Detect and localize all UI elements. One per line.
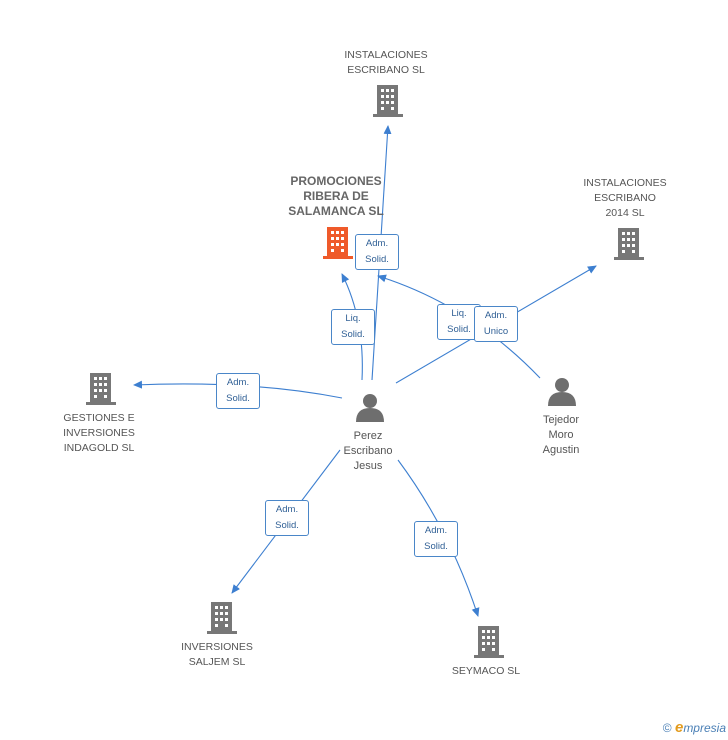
edge-label-adm-solid[interactable]: Adm. Solid. [265,500,309,536]
edge-label-adm-unico[interactable]: Adm. Unico [474,306,518,342]
edge-label-adm-solid[interactable]: Adm. Solid. [216,373,260,409]
building-icon [207,602,237,634]
brand-name[interactable]: mpresia [683,721,726,735]
node-label-instalaciones-escribano[interactable]: INSTALACIONES ESCRIBANO SL [344,49,428,76]
building-icon [474,626,504,658]
person-icon [548,378,576,406]
copyright-footer: © empresia [663,719,726,736]
focus-building-icon [323,227,353,259]
edge-label-liq-solid[interactable]: Liq. Solid. [331,309,375,345]
node-label-inversiones-saljem[interactable]: INVERSIONES SALJEM SL [181,641,253,668]
brand-logo-initial: e [674,719,684,736]
node-label-gestiones-indagold[interactable]: GESTIONES E INVERSIONES INDAGOLD SL [63,412,135,454]
building-icon [614,228,644,260]
person-icon [356,394,384,422]
node-label-perez[interactable]: Perez Escribano Jesus [343,430,393,472]
node-label-tejedor[interactable]: Tejedor Moro Agustin [542,414,580,456]
copyright-symbol: © [662,721,672,735]
node-label-instalaciones-2014[interactable]: INSTALACIONES ESCRIBANO 2014 SL [583,177,667,219]
node-label-seymaco[interactable]: SEYMACO SL [451,665,521,677]
edge-label-adm-solid[interactable]: Adm. Solid. [355,234,399,270]
node-label-promociones-ribera[interactable]: PROMOCIONES RIBERA DE SALAMANCA SL [288,174,384,218]
edge-label-liq-solid[interactable]: Liq. Solid. [437,304,481,340]
building-icon [373,85,403,117]
building-icon [86,373,116,405]
edge-label-adm-solid[interactable]: Adm. Solid. [414,521,458,557]
